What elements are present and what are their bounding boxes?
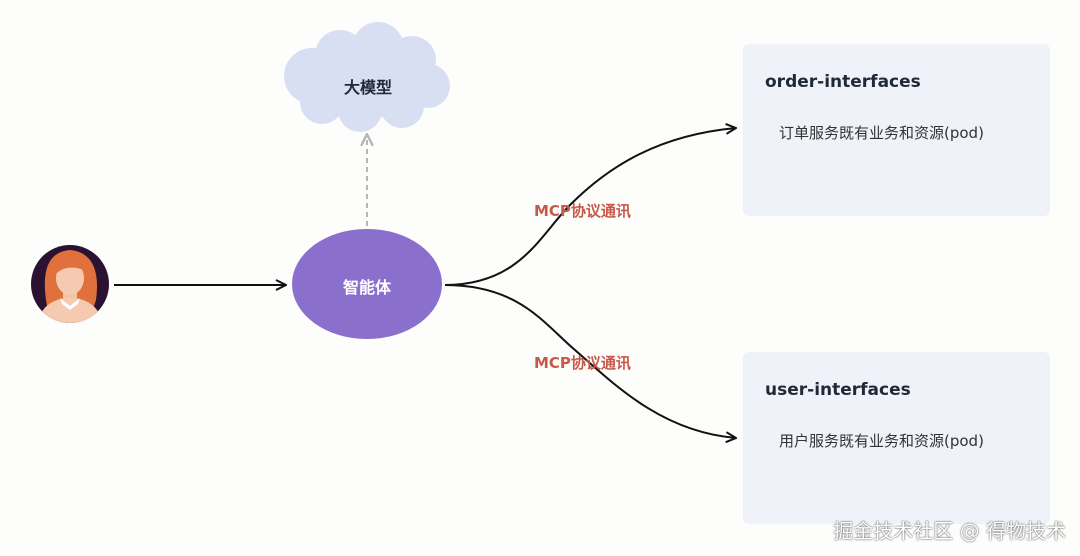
edge-label-order: MCP协议通讯 <box>534 202 631 220</box>
order-interfaces-desc: 订单服务既有业务和资源(pod) <box>779 124 984 142</box>
edge-agent-order <box>444 128 736 286</box>
edge-label-user: MCP协议通讯 <box>534 354 631 372</box>
edge-agent-user <box>444 284 736 438</box>
watermark: 掘金技术社区 @ 得物技术 <box>833 519 1066 543</box>
order-interfaces-title: order-interfaces <box>765 72 921 92</box>
llm-label: 大模型 <box>343 78 392 97</box>
agent-label: 智能体 <box>342 278 391 297</box>
user-interfaces-box: user-interfaces 用户服务既有业务和资源(pod) <box>743 352 1050 524</box>
user-avatar-icon <box>31 245 109 323</box>
llm-cloud <box>284 22 450 132</box>
agent-node <box>292 229 442 339</box>
user-interfaces-desc: 用户服务既有业务和资源(pod) <box>779 432 984 450</box>
order-interfaces-box: order-interfaces 订单服务既有业务和资源(pod) <box>743 44 1050 216</box>
user-interfaces-title: user-interfaces <box>765 380 911 400</box>
